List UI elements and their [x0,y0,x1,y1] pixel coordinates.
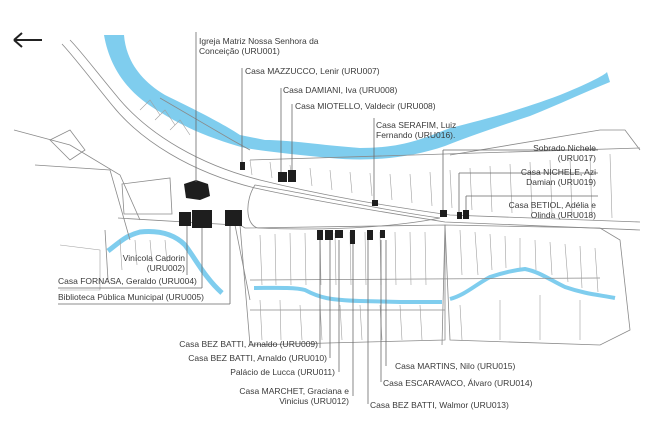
label-uru008-damiani[interactable]: Casa DAMIANI, Iva (URU008) [283,85,398,95]
label-uru008-miotello[interactable]: Casa MIOTELLO, Valdecir (URU008) [295,101,436,111]
label-uru009[interactable]: Casa BEZ BATTI, Arnaldo (URU009) [179,339,318,349]
label-uru010[interactable]: Casa BEZ BATTI, Arnaldo (URU010) [188,353,327,363]
label-uru014[interactable]: Casa ESCARAVACO, Álvaro (URU014) [383,378,533,388]
creek-left [106,229,224,295]
label-uru016[interactable]: Casa SERAFIM, Luiz Fernando (URU016). [376,120,457,140]
creek-main [253,266,616,304]
label-uru001[interactable]: Igreja Matriz Nossa Senhora da Conceição… [199,36,319,56]
label-uru019[interactable]: Casa NICHELE, Azi Damian (URU019) [520,167,596,187]
label-uru007[interactable]: Casa MAZZUCCO, Lenir (URU007) [245,66,380,76]
river [104,35,610,160]
label-uru011[interactable]: Palácio de Lucca (URU011) [230,367,335,377]
label-uru018[interactable]: Casa BETIOL, Adélia e Olinda (URU018) [508,200,596,220]
label-uru004[interactable]: Casa FORNASA, Geraldo (URU004) [58,276,197,286]
arrow-left-icon[interactable] [12,32,44,48]
label-uru005[interactable]: Biblioteca Pública Municipal (URU005) [58,292,204,302]
label-uru017[interactable]: Sobrado Nichele (URU017) [533,143,596,163]
heritage-buildings [179,162,469,244]
label-uru002[interactable]: Vinícola Cadorin (URU002) [122,253,185,273]
label-uru012[interactable]: Casa MARCHET, Graciana e Vinicius (URU01… [239,386,349,406]
label-uru013[interactable]: Casa BEZ BATTI, Walmor (URU013) [370,400,509,410]
label-uru015[interactable]: Casa MARTINS, Nilo (URU015) [395,361,516,371]
